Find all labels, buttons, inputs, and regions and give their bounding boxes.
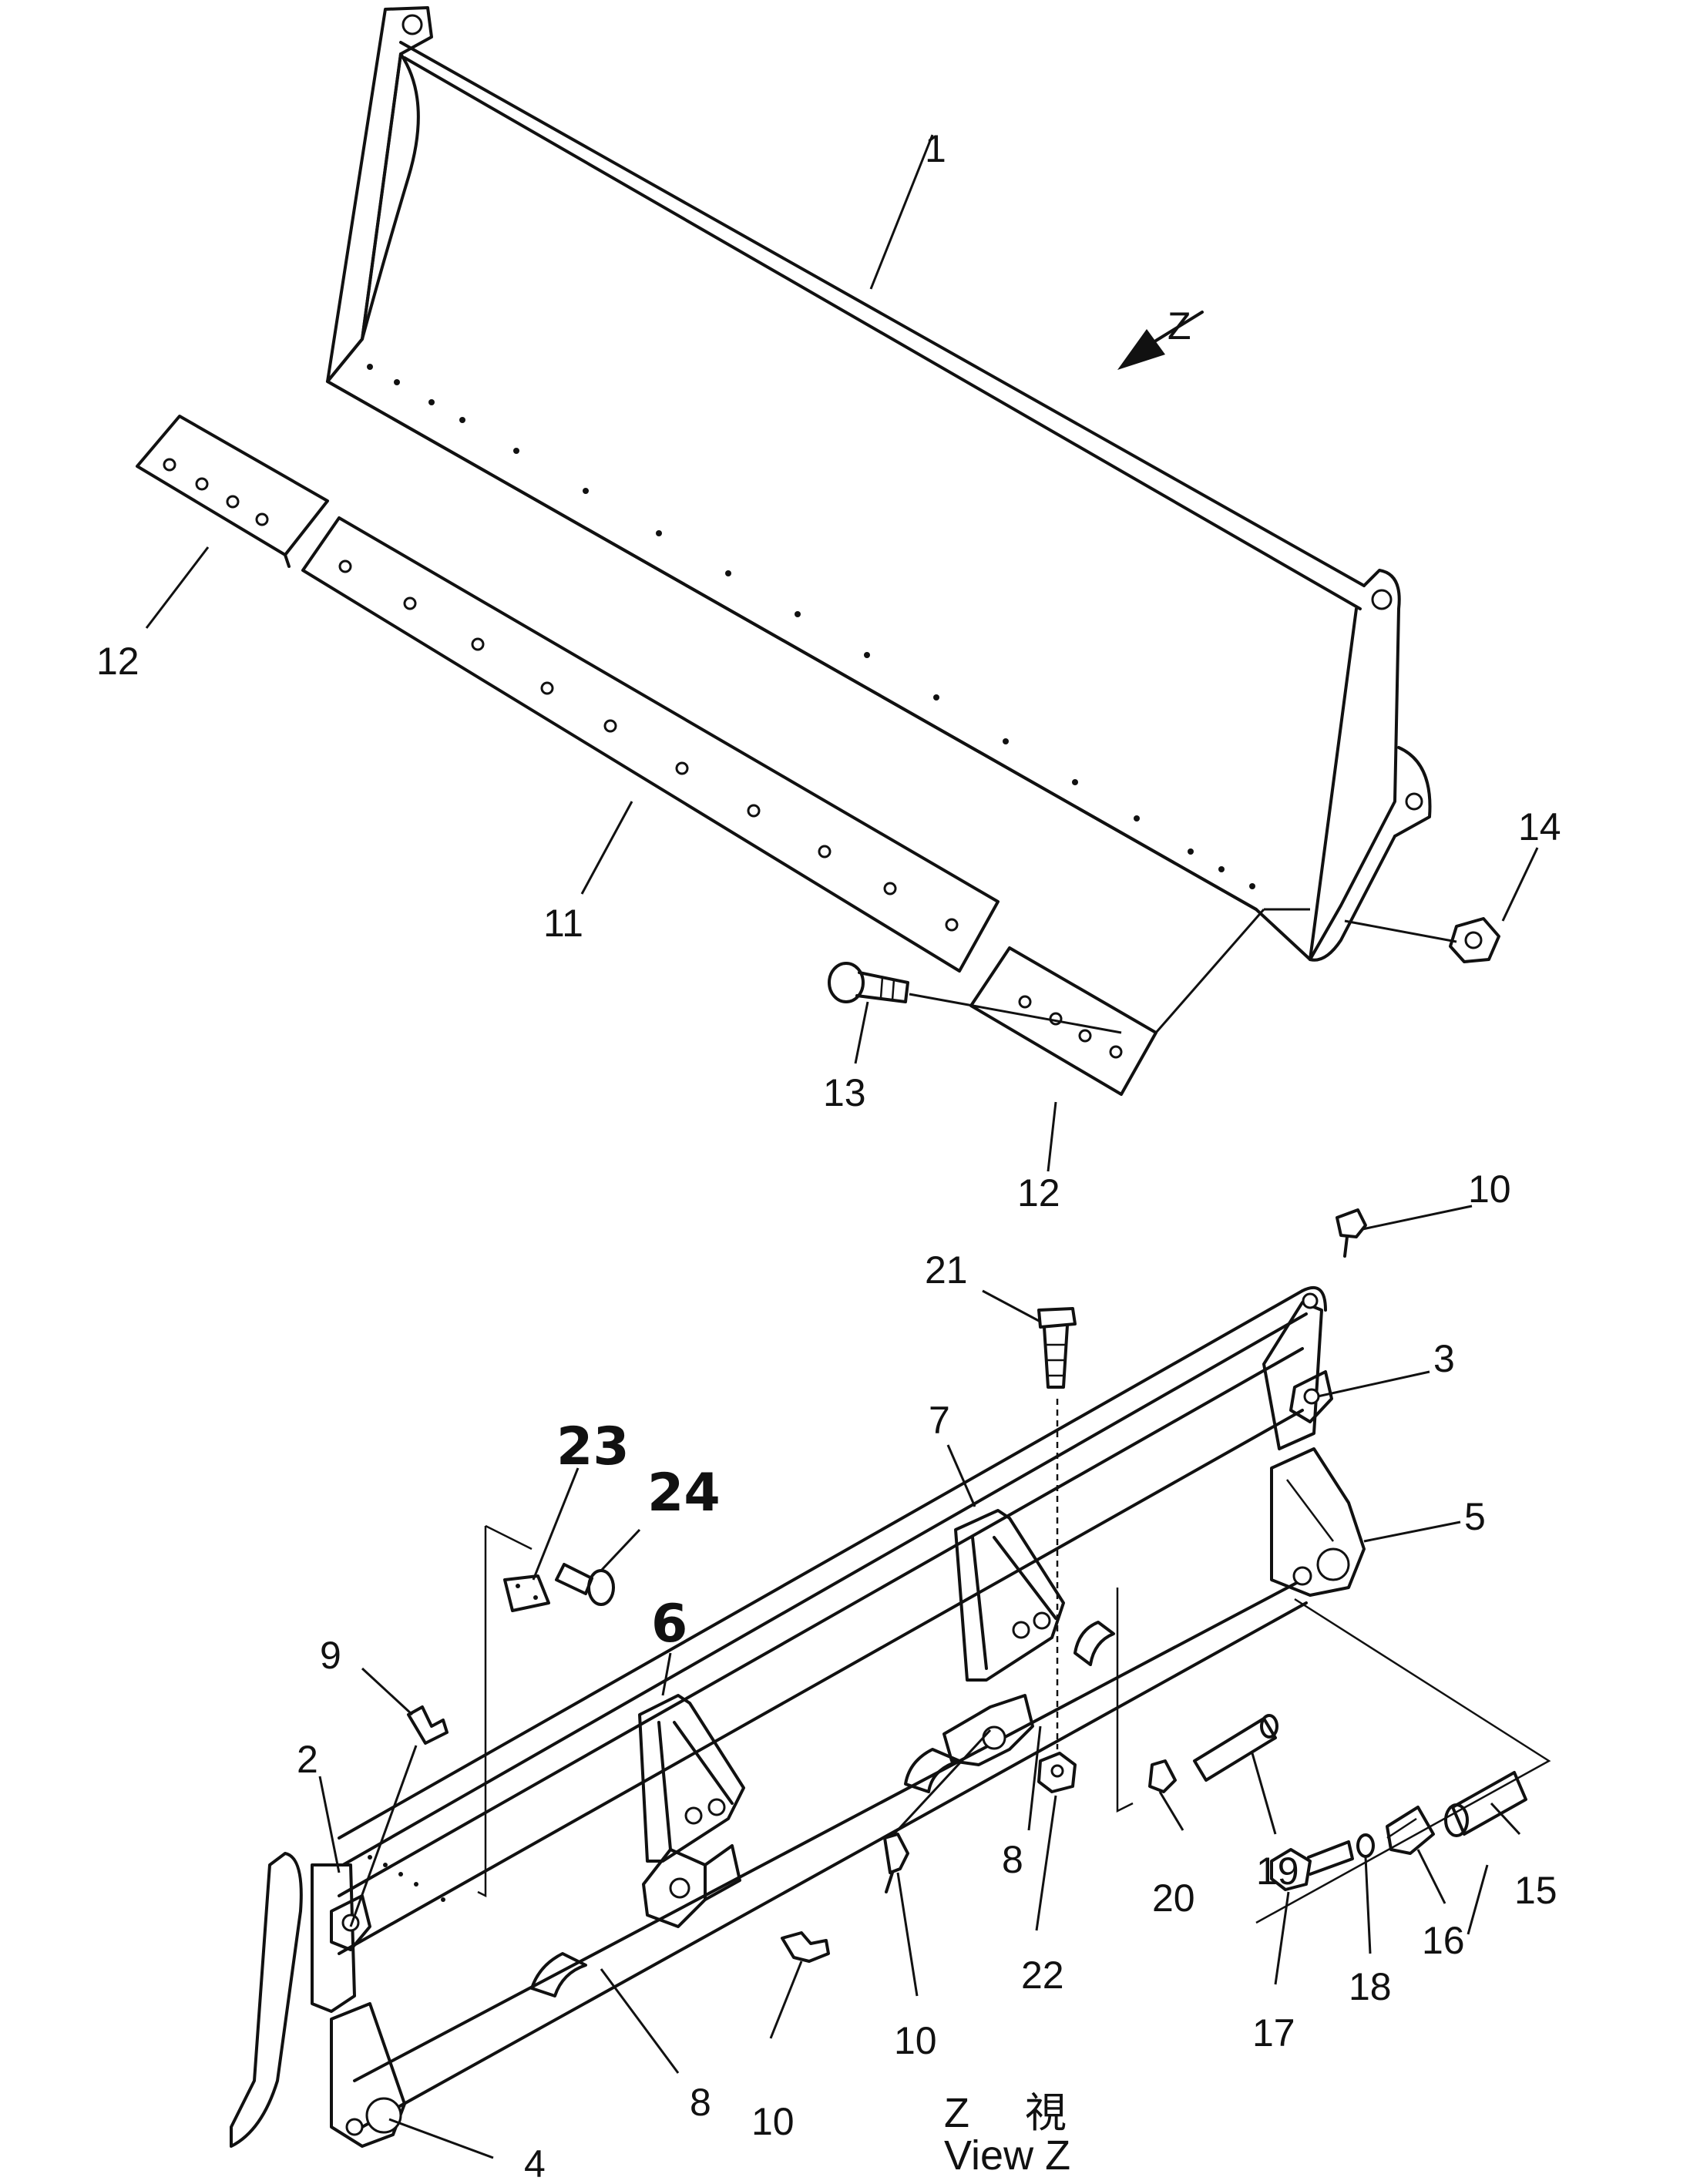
bolt-21: [1037, 1307, 1077, 1749]
nut: [1449, 917, 1500, 963]
callout-1: 1: [925, 127, 946, 170]
cutting-edge: [301, 516, 1000, 973]
callout-5: 5: [1464, 1495, 1486, 1538]
callout-6: 6: [651, 1594, 687, 1655]
callout-10-top: 10: [1468, 1168, 1511, 1211]
bolt-17: [1270, 1840, 1354, 1891]
frame-assembly: [230, 1285, 1366, 2148]
callout-19: 19: [1256, 1850, 1299, 1893]
callout-13: 13: [823, 1071, 866, 1114]
callout-24: 24: [647, 1463, 721, 1524]
bolt-24: [555, 1563, 615, 1606]
callout-20: 20: [1152, 1877, 1195, 1920]
view-z-arrow-label: Z: [1168, 304, 1191, 348]
callout-12-right: 12: [1017, 1171, 1060, 1215]
view-caption-letter: Z: [944, 2090, 969, 2136]
view-caption-english: View Z: [944, 2132, 1070, 2179]
callout-7: 7: [929, 1399, 950, 1442]
view-z-arrow: Z: [1117, 304, 1204, 370]
blade: [326, 6, 1432, 962]
end-bit-left: [136, 415, 329, 568]
callout-14: 14: [1518, 805, 1561, 848]
callout-4: 4: [524, 2142, 546, 2184]
callout-21: 21: [925, 1248, 968, 1292]
nut-22: [1037, 1752, 1077, 1793]
callout-3: 3: [1433, 1337, 1455, 1380]
grease-fitting-9: [407, 1705, 449, 1745]
grease-fitting-10a: [1336, 1208, 1367, 1258]
callout-11: 11: [543, 902, 583, 945]
callout-17: 17: [1252, 2011, 1295, 2055]
callout-9: 9: [320, 1634, 341, 1677]
plow-bolt: [828, 962, 909, 1003]
callout-2: 2: [297, 1738, 318, 1781]
washer-18: [1356, 1833, 1375, 1858]
grease-fitting-10b: [781, 1931, 830, 1963]
callout-18: 18: [1349, 1965, 1392, 2008]
callout-12-left: 12: [96, 640, 139, 683]
plate: [503, 1574, 550, 1612]
view-caption-kanji: 視: [1025, 2090, 1067, 2136]
leader-lines: [145, 134, 1539, 2159]
view-z-caption: Z 視 View Z: [944, 2090, 1070, 2179]
grease-fitting-10c: [883, 1833, 909, 1893]
callout-10-bottom: 10: [751, 2100, 795, 2143]
grease-fitting-20: [1148, 1759, 1177, 1793]
blade-bolt-holes: [367, 364, 1255, 889]
callout-labels: 1 12 11 13 12 14 10 21 3 5 7 23 24 6 9 2…: [96, 127, 1561, 2184]
callout-10-mid: 10: [894, 2019, 937, 2062]
callout-16: 16: [1422, 1919, 1465, 1962]
callout-15: 15: [1514, 1869, 1557, 1912]
plate-outline-left: [477, 1526, 487, 1898]
pin-19: [1193, 1714, 1278, 1782]
callout-23: 23: [556, 1416, 630, 1477]
callout-8-mid: 8: [1002, 1838, 1023, 1881]
callout-8-bottom: 8: [690, 2081, 711, 2124]
callout-22: 22: [1021, 1954, 1064, 1997]
clevis-16: [1386, 1806, 1435, 1855]
pin-15: [1444, 1771, 1527, 1837]
